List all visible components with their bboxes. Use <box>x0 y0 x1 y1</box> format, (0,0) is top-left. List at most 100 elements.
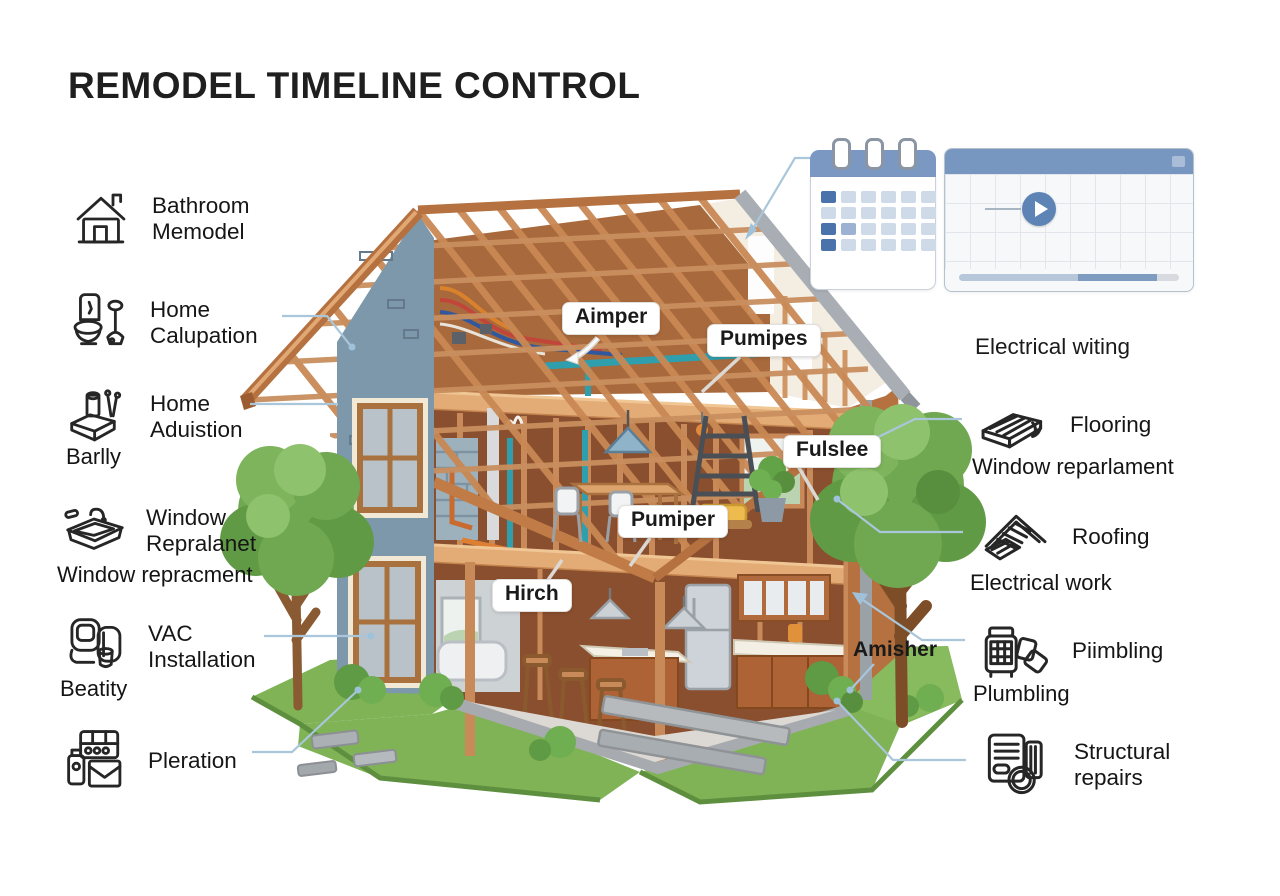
label-line: repairs <box>1074 765 1143 790</box>
callout-hirch: Hirch <box>492 579 572 612</box>
legend-heading-electrical: Electrical witing <box>975 334 1131 359</box>
legend-item-bathroom-remodel: Bathroom Memodel <box>64 182 250 256</box>
stepping-stones <box>296 695 791 777</box>
calendar-cell <box>861 207 876 219</box>
legend-label: Piimbling <box>1072 638 1164 663</box>
calendar-cell <box>901 191 916 203</box>
legend-label: Structural repairs <box>1074 739 1170 791</box>
calendar-cell <box>861 223 876 235</box>
calendar-cell <box>881 207 896 219</box>
calendar-cell <box>901 207 916 219</box>
bushes <box>334 661 944 761</box>
plumbing-icon <box>972 612 1058 690</box>
page-title: REMODEL TIMELINE CONTROL <box>68 64 641 106</box>
callout-pumipes: Pumipes <box>707 324 821 357</box>
calendar-cell <box>921 239 936 251</box>
legend-item-home-aduistion: Home Aduistion <box>62 380 243 454</box>
calendar-ring <box>898 138 917 170</box>
sink-icon <box>58 494 132 568</box>
tools-icon <box>62 380 136 454</box>
player-grid <box>945 174 1193 269</box>
toilet-plunger-icon <box>62 286 136 360</box>
calendar-cell <box>861 239 876 251</box>
timeline-player-icon <box>944 148 1194 292</box>
label-line: Calupation <box>150 323 258 348</box>
calendar-ring <box>832 138 851 170</box>
label-line: Aduistion <box>150 417 243 442</box>
player-progress-bar <box>959 274 1179 281</box>
label-line: Home <box>150 297 211 322</box>
window-control-icon <box>1172 156 1185 167</box>
callout-pumiper: Pumiper <box>618 505 729 538</box>
calendar-icon <box>810 138 936 290</box>
armchair-icon <box>60 610 134 684</box>
legend-label: Bathroom Memodel <box>152 193 250 245</box>
calendar-body <box>810 177 936 290</box>
house-icon <box>64 182 138 256</box>
calendar-cell <box>861 191 876 203</box>
gable-wall <box>337 214 434 694</box>
calendar-cell <box>921 207 936 219</box>
legend-subtext: Electrical work <box>970 570 1112 595</box>
label-line: Window <box>146 505 227 530</box>
yard-grass <box>250 646 964 805</box>
label-line: Memodel <box>152 219 245 244</box>
legend-label: Pleration <box>148 748 237 774</box>
calendar-cell <box>901 223 916 235</box>
calendar-cell <box>921 191 936 203</box>
bar-stools <box>522 654 628 745</box>
calendar-cell <box>881 191 896 203</box>
structural-icon <box>974 726 1060 804</box>
legend-label: Home Calupation <box>150 297 258 349</box>
legend-label: Home Aduistion <box>150 391 243 443</box>
callout-pointers <box>546 336 820 582</box>
label-line: Home <box>150 391 211 416</box>
player-pointer-line <box>985 208 1021 210</box>
calendar-cell <box>841 207 856 219</box>
flooring-icon <box>970 386 1056 464</box>
calendar-cell <box>841 191 856 203</box>
roofing-icon <box>972 498 1058 576</box>
calendar-cell <box>821 223 836 235</box>
legend-subtext: Window reparlament <box>972 454 1174 479</box>
legend-item-window-repralanet: Window Repralanet <box>58 494 256 568</box>
legend-label: VAC Installation <box>148 621 256 673</box>
legend-item-home-calupation: Home Calupation <box>62 286 258 360</box>
label-line: Structural <box>1074 739 1171 764</box>
label-line: VAC <box>148 621 193 646</box>
callout-aimper: Aimper <box>562 302 661 335</box>
kitchen-lamps <box>588 588 708 630</box>
calendar-cell <box>821 191 836 203</box>
legend-item-plumbing: Piimbling <box>972 612 1163 690</box>
legend-item-pleration: Pleration <box>60 724 237 798</box>
calendar-ring <box>865 138 884 170</box>
legend-subtext: Window repracment <box>57 562 253 587</box>
legend-label: Roofing <box>1072 524 1150 549</box>
calendar-cell <box>841 223 856 235</box>
calendar-cell <box>881 239 896 251</box>
legend-item-structural-repairs: Structural repairs <box>974 726 1170 804</box>
appliances-icon <box>60 724 134 798</box>
calendar-grid <box>821 191 936 251</box>
callout-amisher: Amisher <box>853 638 938 661</box>
calendar-cell <box>821 207 836 219</box>
legend-item-roofing: Roofing <box>972 498 1150 576</box>
calendar-cell <box>921 223 936 235</box>
label-line: Installation <box>148 647 256 672</box>
calendar-cell <box>901 239 916 251</box>
legend-label: Window Repralanet <box>146 505 256 557</box>
legend-subtext: Beatity <box>60 676 128 701</box>
label-line: Bathroom <box>152 193 250 218</box>
label-line: Repralanet <box>146 531 257 556</box>
calendar-cell <box>881 223 896 235</box>
calendar-cell <box>841 239 856 251</box>
legend-label: Flooring <box>1070 412 1152 437</box>
label-line: Pleration <box>148 748 237 773</box>
legend-subtext: Plumbling <box>973 681 1070 706</box>
calendar-cell <box>821 239 836 251</box>
legend-item-vac-installation: VAC Installation <box>60 610 256 684</box>
player-header <box>945 149 1193 174</box>
play-icon <box>1022 192 1056 226</box>
legend-item-flooring: Flooring <box>970 386 1151 464</box>
